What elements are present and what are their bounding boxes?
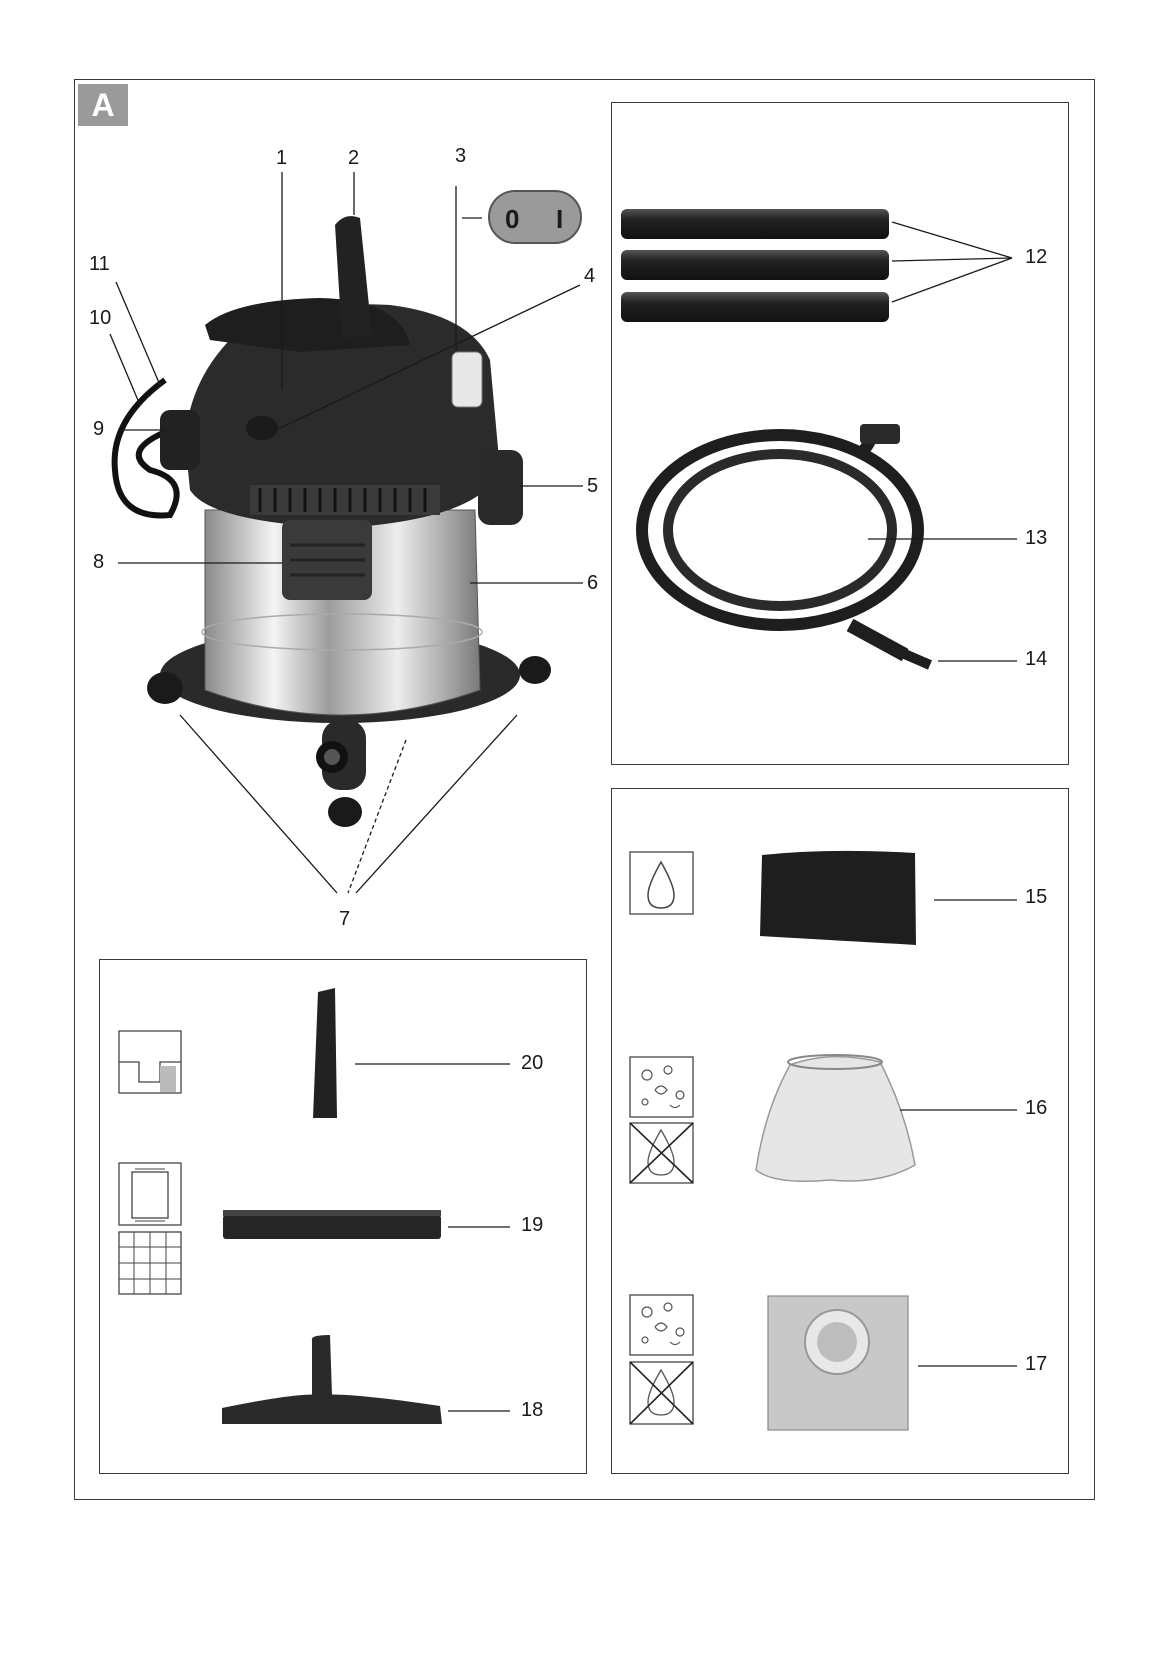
panel-filters <box>611 788 1069 1474</box>
vacuum-leader-lines <box>109 172 583 894</box>
callout-6: 6 <box>587 572 599 594</box>
callout-16: 16 <box>1025 1097 1048 1119</box>
figure-label: A <box>78 84 128 126</box>
callout-8: 8 <box>93 551 105 573</box>
callout-2: 2 <box>348 147 360 169</box>
crevice-icon <box>118 1030 182 1094</box>
callout-5: 5 <box>587 475 599 497</box>
callout-4: 4 <box>584 265 596 287</box>
switch-on-label: I <box>556 204 564 234</box>
callout-13: 13 <box>1025 527 1048 549</box>
callout-9: 9 <box>93 418 105 440</box>
callout-11: 11 <box>89 253 110 275</box>
crevice-nozzle <box>313 988 337 1118</box>
callout-15: 15 <box>1025 886 1048 908</box>
foam-filter <box>760 850 916 945</box>
callout-1: 1 <box>276 147 288 169</box>
dry-dust-icon-2 <box>629 1294 694 1356</box>
extension-tubes <box>621 209 889 322</box>
dry-dust-icon <box>629 1056 694 1118</box>
callout-14: 14 <box>1025 648 1048 670</box>
callout-19: 19 <box>521 1214 544 1236</box>
floor-nozzle <box>222 1335 442 1424</box>
outer-frame <box>74 79 1095 1500</box>
suction-hose <box>636 424 932 670</box>
panel-nozzles <box>99 959 587 1474</box>
tube-leader-lines <box>891 221 1013 303</box>
no-wet-icon-2 <box>629 1361 694 1425</box>
callout-18: 18 <box>521 1399 544 1421</box>
carpet-icon <box>118 1162 182 1226</box>
tile-floor-icon <box>118 1231 182 1295</box>
callout-17: 17 <box>1025 1353 1048 1375</box>
wet-drop-icon <box>629 851 694 915</box>
paper-filter-bag <box>767 1295 909 1431</box>
panel-tubes-hose <box>611 102 1069 765</box>
callout-20: 20 <box>521 1052 544 1074</box>
callout-3: 3 <box>455 145 467 167</box>
dust-bag-filter <box>755 1054 916 1182</box>
upholstery-nozzle <box>223 1210 441 1239</box>
no-wet-icon <box>629 1122 694 1184</box>
vacuum-cleaner-illustration <box>111 216 551 827</box>
hose-leader-lines <box>868 538 1017 662</box>
callout-10: 10 <box>89 307 112 329</box>
callout-7: 7 <box>339 908 351 930</box>
power-switch-icon <box>488 190 582 244</box>
switch-off-label: 0 <box>505 204 520 234</box>
callout-12: 12 <box>1025 246 1048 268</box>
